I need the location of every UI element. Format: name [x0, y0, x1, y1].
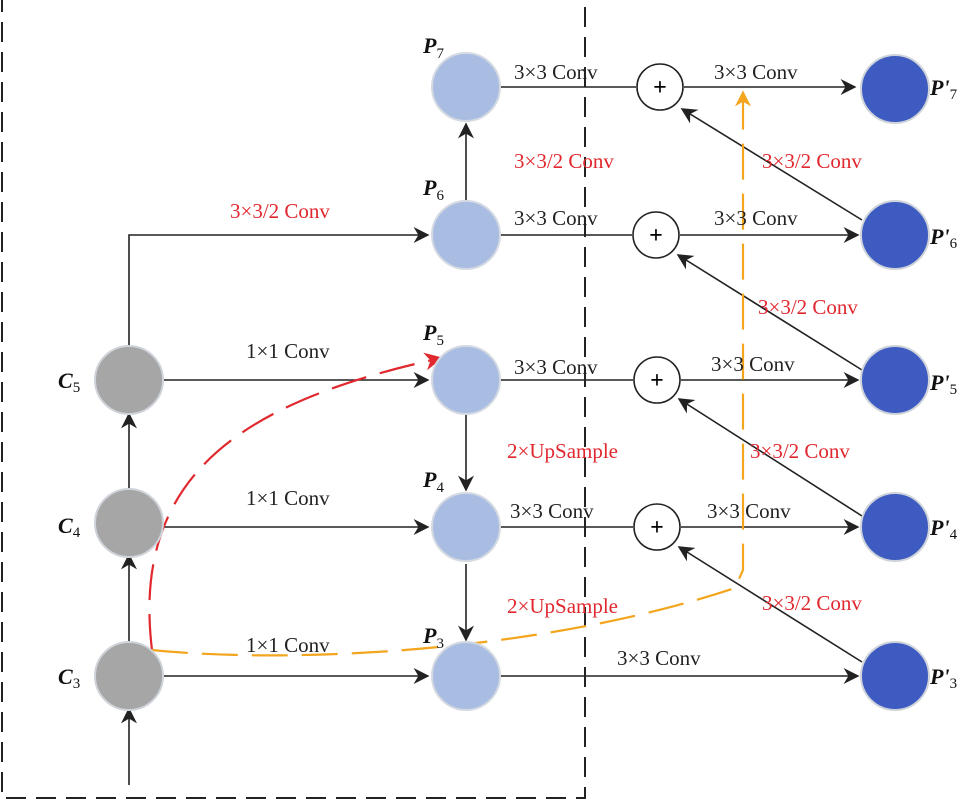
node-o7 [860, 54, 930, 124]
sum-symbol: + [650, 368, 664, 394]
edge-label-o6-add7: 3×3/2 Conv [762, 149, 862, 173]
node-p7 [431, 52, 501, 122]
node-o5 [860, 345, 930, 415]
edges [121, 79, 863, 785]
edge-o4-add5 [677, 398, 863, 517]
node-p6 [431, 200, 501, 270]
edge-c5-p6 [128, 227, 430, 346]
pyramid-nodes [431, 52, 501, 711]
edge-label-o3-add4: 3×3/2 Conv [762, 591, 862, 615]
edge-label-p4-add: 3×3 Conv [510, 499, 594, 523]
edge-label-c3-p3: 1×1 Conv [246, 633, 330, 657]
edge-label-p5-p4: 2×UpSample [507, 439, 618, 463]
edge-label-p7-add: 3×3 Conv [514, 60, 598, 84]
label-o5: P'5 [929, 370, 957, 398]
label-o4: P'4 [929, 515, 958, 543]
edge-label-add6-o6: 3×3 Conv [714, 206, 798, 230]
red-dashed-path [148, 352, 443, 651]
label-c4: C4 [58, 513, 81, 541]
label-o6: P'6 [929, 224, 958, 252]
node-p3 [431, 641, 501, 711]
node-p4 [431, 492, 501, 562]
edge-label-add7-o7: 3×3 Conv [714, 60, 798, 84]
edge-label-c5-p5: 1×1 Conv [246, 339, 330, 363]
edge-label-p3-o3: 3×3 Conv [617, 646, 701, 670]
node-p5 [431, 345, 501, 415]
edge-label-p5-add: 3×3 Conv [514, 355, 598, 379]
label-c3: C3 [58, 664, 80, 692]
label-p5: P5 [422, 320, 444, 349]
edge-label-o4-add5: 3×3/2 Conv [750, 439, 850, 463]
sum-symbol: + [653, 75, 667, 101]
edge-label-c5-p6: 3×3/2 Conv [230, 199, 330, 223]
node-o6 [860, 200, 930, 270]
sum-symbol: + [650, 515, 664, 541]
dashed-region-box [1, 0, 586, 799]
node-c4 [94, 488, 164, 558]
sum-node-5: + [633, 356, 681, 404]
label-p6: P6 [422, 175, 444, 204]
sum-node-6: + [632, 211, 680, 259]
label-p7: P7 [422, 33, 444, 62]
edge-label-o5-add6: 3×3/2 Conv [758, 295, 858, 319]
label-o3: P'3 [929, 664, 957, 692]
edge-labels: 3×3/2 Conv 3×3/2 Conv 1×1 Conv 1×1 Conv … [230, 60, 862, 670]
node-o3 [860, 641, 930, 711]
edge-label-p6-p7: 3×3/2 Conv [514, 149, 614, 173]
edge-o5-add6 [676, 254, 863, 371]
edge-o3-add4 [677, 546, 863, 663]
sum-node-4: + [633, 503, 681, 551]
node-c5 [94, 345, 164, 415]
sum-symbol: + [649, 223, 663, 249]
edge-label-p6-add: 3×3 Conv [514, 206, 598, 230]
node-labels: C5 C4 C3 P7 P6 P5 P4 P3 P'7 P'6 P'5 P'4 … [58, 33, 958, 692]
label-c5: C5 [58, 368, 80, 396]
sum-nodes: + + + + [632, 63, 684, 551]
edge-label-c4-p4: 1×1 Conv [246, 486, 330, 510]
edge-o6-add7 [680, 108, 863, 221]
output-nodes [860, 54, 930, 711]
edge-label-add5-o5: 3×3 Conv [711, 352, 795, 376]
edge-label-add4-o4: 3×3 Conv [707, 499, 791, 523]
node-c3 [94, 641, 164, 711]
label-o7: P'7 [929, 75, 958, 103]
edge-label-p4-p3: 2×UpSample [507, 594, 618, 618]
node-o4 [860, 492, 930, 562]
label-p4: P4 [422, 467, 444, 496]
label-p3: P3 [422, 623, 444, 652]
backbone-nodes [94, 345, 164, 711]
sum-node-7: + [636, 63, 684, 111]
